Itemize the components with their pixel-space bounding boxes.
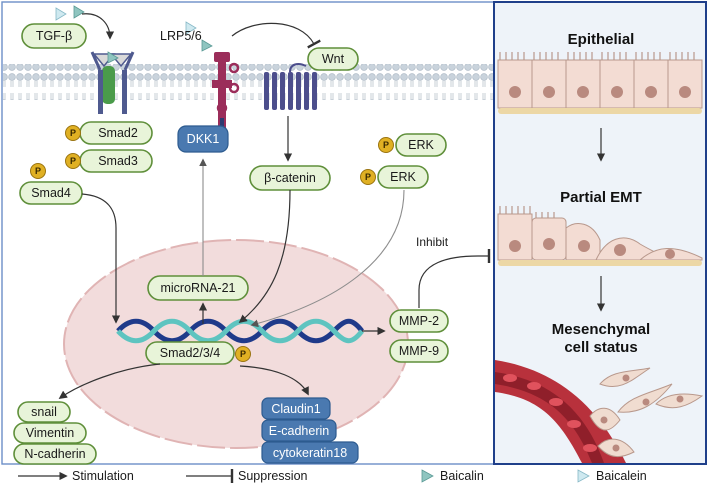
phospho-label: P bbox=[240, 349, 246, 359]
n-cadherin-label: N-cadherin bbox=[24, 447, 85, 461]
snail-pill bbox=[17, 401, 71, 423]
microrna-21-label: microRNA-21 bbox=[160, 281, 235, 295]
vimentin-label: Vimentin bbox=[26, 426, 74, 440]
vimentin-pill bbox=[13, 422, 87, 444]
mesenchymal-cells bbox=[589, 367, 704, 457]
cytokeratin18-label: cytokeratin18 bbox=[273, 446, 347, 460]
epithelial-cells bbox=[497, 52, 703, 114]
baicalein-icon bbox=[55, 7, 67, 21]
lrp-label: LRP5/6 bbox=[160, 29, 202, 43]
phospho-badge bbox=[378, 137, 394, 153]
lrp-receptor bbox=[212, 52, 240, 128]
smad-to-nucleus-arrow bbox=[81, 193, 121, 324]
legend-baicalin-icon bbox=[421, 469, 434, 483]
beta-catenin-label: β-catenin bbox=[264, 171, 316, 185]
mmp2-label: MMP-2 bbox=[399, 314, 439, 328]
phospho-badge bbox=[65, 153, 81, 169]
smad3-label: Smad3 bbox=[98, 154, 138, 168]
cell-membrane bbox=[3, 64, 493, 100]
phospho-label: P bbox=[365, 172, 371, 182]
legend-stimulation-label: Stimulation bbox=[72, 469, 134, 483]
wnt-pill bbox=[307, 47, 359, 71]
e-cadherin-box bbox=[261, 419, 337, 442]
frizzled-receptor bbox=[264, 63, 317, 110]
phospho-badge bbox=[235, 346, 251, 362]
lrp-suppress-wnt bbox=[231, 22, 321, 49]
smad234-pill bbox=[145, 341, 235, 365]
to-mesenchymal-genes-arrow bbox=[58, 363, 161, 399]
phospho-badge bbox=[30, 163, 46, 179]
baicalin-icon bbox=[107, 51, 119, 64]
claudin1-box bbox=[261, 397, 331, 420]
phospho-label: P bbox=[383, 140, 389, 150]
inhibit-label: Inhibit bbox=[416, 235, 449, 249]
microrna-21-pill bbox=[147, 275, 249, 301]
legend-baicalein-icon bbox=[577, 469, 590, 483]
mmp9-pill bbox=[389, 339, 449, 363]
cytokeratin18-box bbox=[261, 441, 359, 464]
phospho-label: P bbox=[35, 166, 41, 176]
mesenchymal-title-2: cell status bbox=[564, 339, 637, 356]
phospho-badge bbox=[65, 125, 81, 141]
to-epithelial-genes-arrow bbox=[239, 365, 309, 396]
erk-to-dna-arrow bbox=[250, 189, 405, 328]
mmp9-label: MMP-9 bbox=[399, 344, 439, 358]
phospho-label: P bbox=[70, 156, 76, 166]
smad4-label: Smad4 bbox=[31, 186, 71, 200]
erk-label-2: ERK bbox=[390, 170, 416, 184]
tgf-beta-label: TGF-β bbox=[36, 29, 72, 43]
baicalin-icon bbox=[73, 5, 85, 19]
blood-vessel bbox=[495, 360, 626, 463]
mmp-inhibit-arrow bbox=[418, 248, 491, 308]
epithelial-title: Epithelial bbox=[568, 31, 635, 48]
catenin-to-dna-arrow bbox=[238, 189, 291, 324]
mmp2-pill bbox=[389, 309, 449, 333]
claudin1-label: Claudin1 bbox=[271, 402, 320, 416]
tgf-arrow bbox=[81, 13, 115, 40]
smad4-pill bbox=[19, 181, 83, 205]
tgf-beta-pill bbox=[21, 23, 87, 49]
wnt-label: Wnt bbox=[322, 52, 345, 66]
partial-emt-cells bbox=[497, 206, 703, 266]
partial-emt-title: Partial EMT bbox=[560, 189, 642, 206]
baicalein-icon bbox=[185, 21, 197, 35]
phospho-badge bbox=[360, 169, 376, 185]
smad2-label: Smad2 bbox=[98, 126, 138, 140]
legend-baicalin-label: Baicalin bbox=[440, 469, 484, 483]
phospho-label: P bbox=[70, 128, 76, 138]
erk-label-1: ERK bbox=[408, 138, 434, 152]
erk-pill-2 bbox=[377, 165, 429, 189]
mesenchymal-title-1: Mesenchymal bbox=[552, 321, 650, 338]
erk-pill-1 bbox=[395, 133, 447, 157]
dkk1-label: DKK1 bbox=[187, 132, 220, 146]
snail-label: snail bbox=[31, 405, 57, 419]
legend-suppression-label: Suppression bbox=[238, 469, 308, 483]
smad234-label: Smad2/3/4 bbox=[160, 346, 221, 360]
n-cadherin-pill bbox=[13, 443, 97, 465]
e-cadherin-label: E-cadherin bbox=[269, 424, 329, 438]
baicalin-icon bbox=[201, 39, 213, 52]
dkk1-box bbox=[177, 125, 229, 153]
legend-baicalein-label: Baicalein bbox=[596, 469, 647, 483]
